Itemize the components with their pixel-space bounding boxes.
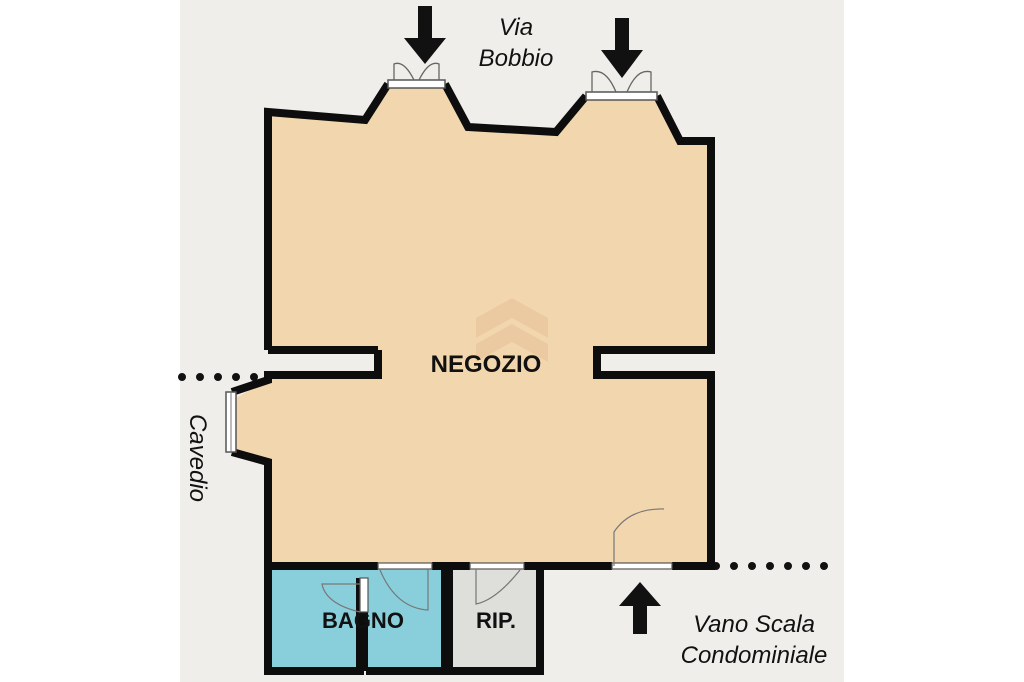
shop-floor — [232, 82, 711, 566]
storage-door — [469, 562, 525, 605]
stair-label-line2: Condominiale — [681, 642, 828, 669]
room-label-bagno: BAGNO — [322, 608, 404, 633]
arrow-down-icon — [404, 6, 446, 64]
street-label-line1: Via — [499, 14, 533, 41]
bathroom-door — [377, 562, 433, 611]
wall-north-east — [593, 94, 715, 570]
walls — [230, 81, 715, 675]
entrance-door-right — [585, 70, 658, 101]
wall-storage — [445, 566, 544, 675]
storage-floor — [449, 566, 540, 671]
courtyard-label: Cavedio — [184, 414, 211, 502]
entrance-door-left — [387, 62, 446, 89]
arrow-down-icon — [601, 18, 643, 78]
inner-bathroom-door — [321, 577, 369, 613]
courtyard-window — [225, 391, 237, 453]
wall-north-middle — [441, 82, 590, 137]
room-label-negozio: NEGOZIO — [431, 351, 542, 378]
logo-watermark-icon — [476, 298, 548, 362]
street-label-line2: Bobbio — [479, 45, 554, 72]
arrow-up-icon — [619, 582, 661, 634]
wall-north-west — [264, 81, 392, 350]
stair-door — [611, 508, 673, 570]
stair-label-line1: Vano Scala — [693, 611, 815, 638]
room-label-rip: RIP. — [476, 608, 516, 633]
wall-west-upper — [230, 350, 382, 396]
